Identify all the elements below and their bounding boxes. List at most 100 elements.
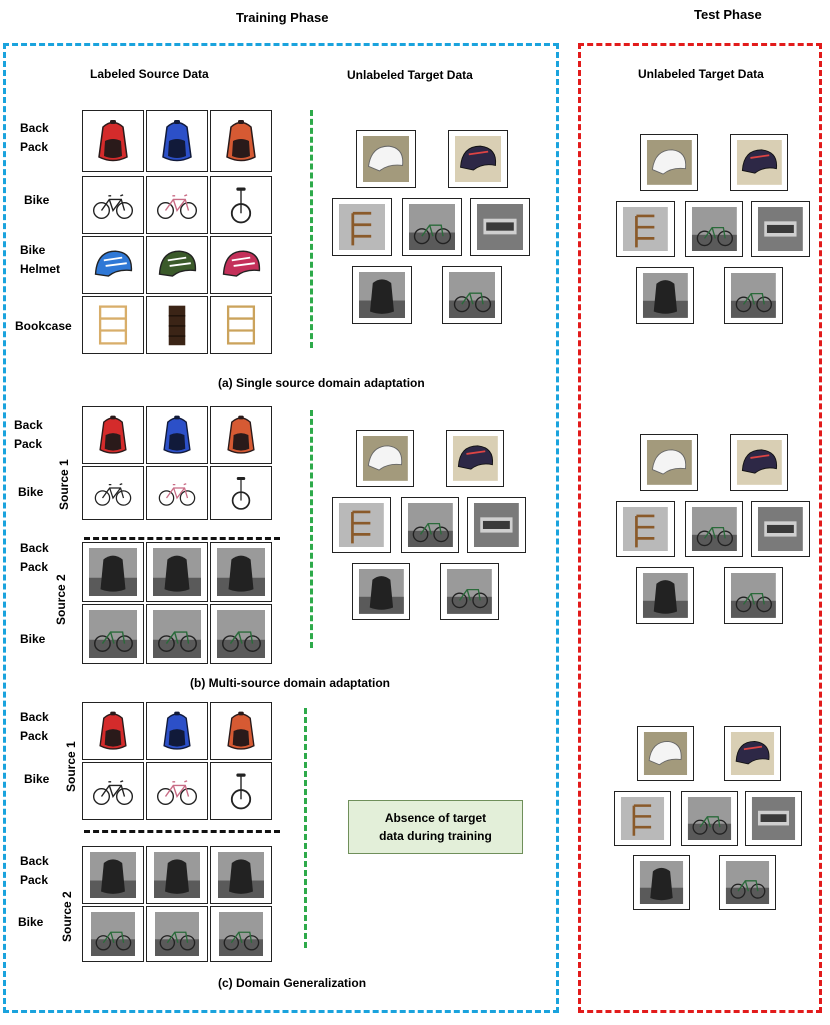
bookcase-icon xyxy=(82,296,144,354)
photo-icon xyxy=(635,567,695,625)
photo-icon xyxy=(146,846,208,904)
separator-panel-c xyxy=(304,708,307,948)
helmet-icon xyxy=(210,236,272,294)
bookcase-icon xyxy=(210,296,272,354)
photo-icon xyxy=(684,200,744,258)
photo-icon xyxy=(729,434,789,491)
separator-panel-b xyxy=(310,410,313,648)
photo-icon xyxy=(616,200,675,258)
bike-icon xyxy=(146,176,208,234)
photo-icon xyxy=(723,567,783,625)
source-2-label: Source 2 xyxy=(60,891,74,942)
helmet-icon xyxy=(82,236,144,294)
bike-icon xyxy=(146,762,208,820)
photo-icon xyxy=(751,500,811,558)
separator-panel-a xyxy=(310,110,313,348)
photo-icon xyxy=(332,198,392,256)
unlabeled-target-train-heading: Unlabeled Target Data xyxy=(347,68,473,82)
source-1-label: Source 1 xyxy=(57,459,71,510)
label-backpack: Back Pack xyxy=(20,710,49,743)
photo-icon xyxy=(439,563,499,621)
photo-icon xyxy=(614,790,671,846)
photo-icon xyxy=(82,542,144,602)
photo-icon xyxy=(448,130,508,188)
photo-icon xyxy=(639,134,699,191)
photo-icon xyxy=(633,855,690,911)
backpack-orange-icon xyxy=(210,702,272,760)
photo-icon xyxy=(210,542,272,602)
photo-icon xyxy=(402,198,462,256)
test-phase-title: Test Phase xyxy=(694,7,762,22)
label-backpack: Back Pack xyxy=(20,541,49,574)
label-bike: Bike xyxy=(20,632,46,646)
backpack-blue-icon xyxy=(146,702,208,760)
label-backpack: Back Pack xyxy=(20,121,49,154)
backpack-red-icon xyxy=(82,702,144,760)
label-bike-helmet: Bike Helmet xyxy=(20,243,61,276)
photo-icon xyxy=(635,267,695,325)
photo-icon xyxy=(82,906,144,962)
photo-icon xyxy=(745,790,803,846)
bike-icon xyxy=(82,176,144,234)
source-2-label: Source 2 xyxy=(54,574,68,625)
bike-icon xyxy=(146,466,208,520)
photo-icon xyxy=(445,430,505,487)
bookcase-icon xyxy=(146,296,208,354)
caption-domain-generalization: (c) Domain Generalization xyxy=(218,976,367,990)
photo-icon xyxy=(680,790,738,846)
backpack-blue-icon xyxy=(146,406,208,464)
caption-multi-source: (b) Multi-source domain adaptation xyxy=(190,676,390,690)
photo-icon xyxy=(729,134,789,191)
photo-icon xyxy=(639,434,699,491)
photo-icon xyxy=(718,855,776,911)
photo-icon xyxy=(723,267,783,325)
photo-icon xyxy=(210,846,272,904)
photo-icon xyxy=(470,198,530,256)
bike-icon xyxy=(82,466,144,520)
source-1-label: Source 1 xyxy=(64,741,78,792)
photo-icon xyxy=(351,563,411,621)
photo-icon xyxy=(400,496,460,554)
photo-icon xyxy=(356,130,416,188)
helmet-icon xyxy=(146,236,208,294)
photo-icon xyxy=(146,906,208,962)
label-bike: Bike xyxy=(24,193,50,207)
unicycle-icon xyxy=(210,466,272,520)
training-phase-title: Training Phase xyxy=(236,10,329,25)
photo-icon xyxy=(332,496,391,554)
bike-icon xyxy=(82,762,144,820)
test-phase-frame xyxy=(578,43,822,1013)
photo-icon xyxy=(442,266,502,324)
backpack-orange-icon xyxy=(210,110,272,172)
label-bike: Bike xyxy=(18,485,44,499)
source-divider xyxy=(84,830,280,833)
photo-icon xyxy=(82,604,144,664)
photo-icon xyxy=(684,500,744,558)
no-target-note: Absence of target data during training xyxy=(348,800,523,854)
label-backpack: Back Pack xyxy=(20,854,49,887)
photo-icon xyxy=(616,500,675,558)
caption-single-source: (a) Single source domain adaptation xyxy=(218,376,425,390)
source-divider xyxy=(84,537,280,540)
label-backpack: Back Pack xyxy=(14,418,43,451)
unicycle-icon xyxy=(210,176,272,234)
backpack-blue-icon xyxy=(146,110,208,172)
photo-icon xyxy=(146,604,208,664)
labeled-source-heading: Labeled Source Data xyxy=(90,67,209,81)
photo-icon xyxy=(82,846,144,904)
training-phase-frame xyxy=(3,43,559,1013)
photo-icon xyxy=(751,200,811,258)
photo-icon xyxy=(636,726,694,782)
backpack-red-icon xyxy=(82,406,144,464)
label-bike: Bike xyxy=(24,772,50,786)
backpack-orange-icon xyxy=(210,406,272,464)
photo-icon xyxy=(146,542,208,602)
photo-icon xyxy=(467,496,527,554)
photo-icon xyxy=(210,604,272,664)
label-bike: Bike xyxy=(18,915,44,929)
photo-icon xyxy=(355,430,415,487)
photo-icon xyxy=(210,906,272,962)
photo-icon xyxy=(724,726,782,782)
label-bookcase: Bookcase xyxy=(15,319,72,333)
unlabeled-target-test-heading: Unlabeled Target Data xyxy=(638,67,764,81)
